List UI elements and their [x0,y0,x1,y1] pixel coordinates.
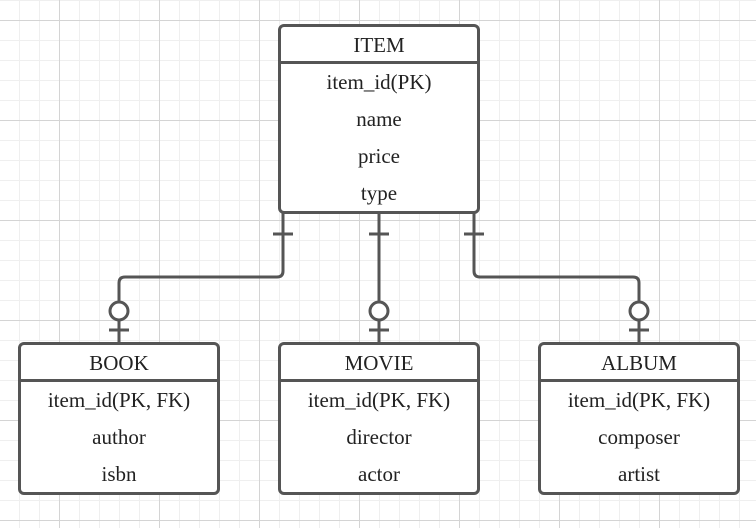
attribute-item-id: item_id(PK) [326,70,432,94]
connector-item-album [472,213,641,301]
attribute-composer: composer [598,425,680,449]
entity-album[interactable]: ALBUM item_id(PK, FK) composer artist [538,342,740,495]
entity-title: ALBUM [541,345,737,382]
entity-title: BOOK [21,345,217,382]
attribute-director: director [346,425,412,449]
attribute-isbn: isbn [101,462,137,486]
entity-title: ITEM [281,27,477,64]
attribute-item-id: item_id(PK, FK) [567,388,711,412]
attribute-list: item_id(PK) name price type [281,64,477,211]
attribute-author: author [92,425,146,449]
connector-item-book [117,213,285,301]
attribute-list: item_id(PK, FK) author isbn [21,382,217,492]
connector-item-album-zero-marker [628,300,650,322]
entity-book[interactable]: BOOK item_id(PK, FK) author isbn [18,342,220,495]
attribute-price: price [358,144,400,168]
attribute-name: name [356,107,402,131]
attribute-actor: actor [358,462,400,486]
entity-item[interactable]: ITEM item_id(PK) name price type [278,24,480,214]
connector-item-movie-zero-marker [368,300,390,322]
attribute-item-id: item_id(PK, FK) [47,388,191,412]
attribute-artist: artist [618,462,660,486]
entity-movie[interactable]: MOVIE item_id(PK, FK) director actor [278,342,480,495]
attribute-type: type [360,181,398,205]
entity-title: MOVIE [281,345,477,382]
attribute-list: item_id(PK, FK) composer artist [541,382,737,492]
connector-item-book-zero-marker [108,300,130,322]
attribute-list: item_id(PK, FK) director actor [281,382,477,492]
attribute-item-id: item_id(PK, FK) [307,388,451,412]
